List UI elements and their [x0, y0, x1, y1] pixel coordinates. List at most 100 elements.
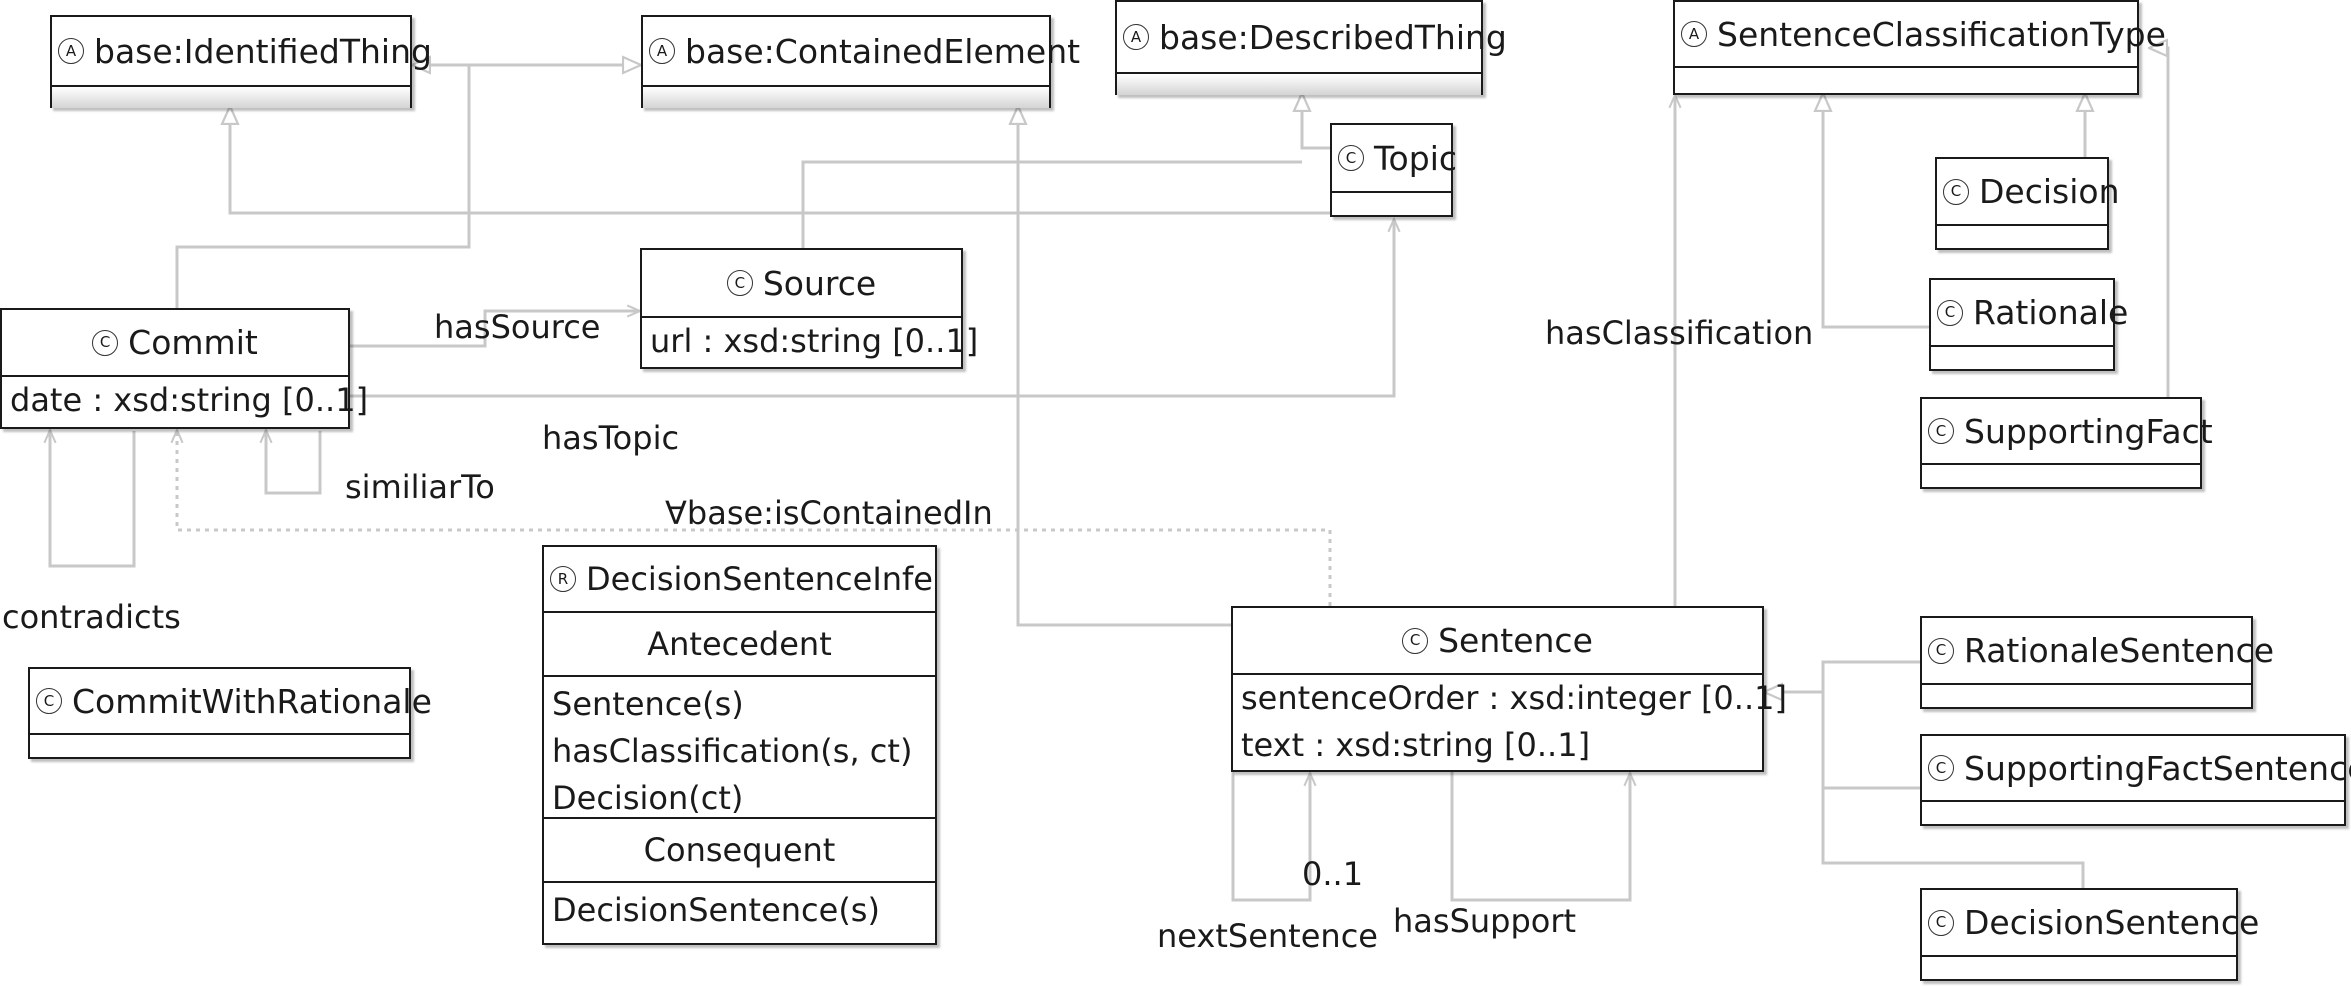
supporting-fact-class[interactable]: C SupportingFact [1920, 397, 2213, 489]
supporting-fact-sct-line [2149, 48, 2170, 397]
class-name: RationaleSentence [1964, 631, 2275, 670]
class-stereotype-icon: C [92, 329, 119, 356]
supporting-fact-sentence-line [1821, 692, 1920, 790]
next-sentence-label: nextSentence [1157, 917, 1378, 955]
topic-class[interactable]: C Topic [1330, 123, 1457, 217]
decision-class[interactable]: C Decision [1935, 157, 2120, 250]
commit-with-rationale-class[interactable]: C CommitWithRationale [28, 667, 432, 759]
class-name: base:IdentifiedThing [94, 31, 432, 71]
rationale-sentence-class[interactable]: C RationaleSentence [1920, 616, 2274, 709]
class-stereotype-icon: C [1928, 418, 1954, 444]
topic-described-line [1302, 93, 1330, 150]
next-sentence-multiplicity-label: 0..1 [1302, 855, 1364, 893]
has-support-line [1450, 772, 1630, 902]
class-name: Sentence [1438, 621, 1593, 660]
abstract-stereotype-icon: A [649, 38, 675, 64]
attribute-sentence-order: sentenceOrder : xsd:integer [0..1] [1241, 679, 1787, 717]
abstract-stereotype-icon: A [58, 38, 84, 64]
sentence-class[interactable]: C Sentence sentenceOrder : xsd:integer [0… [1231, 606, 1787, 772]
sentence-classification-type-class[interactable]: A SentenceClassificationType [1673, 0, 2166, 95]
class-attributes [52, 85, 410, 108]
rule-stereotype-icon: R [550, 566, 576, 592]
antecedent-line: Sentence(s) [552, 685, 744, 723]
attribute-text: text : xsd:string [0..1] [1241, 726, 1591, 764]
class-stereotype-icon: C [36, 688, 62, 714]
class-attributes [1117, 72, 1481, 95]
class-attributes [643, 85, 1049, 108]
class-name: Rationale [1973, 293, 2129, 332]
class-stereotype-icon: C [1402, 627, 1429, 654]
source-class[interactable]: C Source url : xsd:string [0..1] [640, 248, 979, 369]
class-name: base:DescribedThing [1159, 17, 1507, 57]
is-contained-in-label: ∀base:isContainedIn [665, 494, 993, 532]
class-name: SupportingFact [1964, 411, 2213, 451]
has-support-label: hasSupport [1393, 902, 1577, 940]
rationale-sct-line [1823, 93, 1929, 329]
antecedent-title: Antecedent [544, 611, 935, 675]
contradicts-line [50, 430, 136, 568]
class-name: SupportingFactSentence [1964, 748, 2351, 788]
class-name: Decision [1979, 172, 2120, 211]
commit-class[interactable]: C Commit date : xsd:string [0..1] [0, 308, 369, 429]
contradicts-label: contradicts [2, 598, 181, 636]
class-attributes: url : xsd:string [0..1] [642, 316, 979, 369]
class-name: Topic [1374, 138, 1457, 178]
consequent-title: Consequent [544, 817, 935, 881]
abstract-stereotype-icon: A [1681, 21, 1707, 47]
has-classification-label: hasClassification [1545, 314, 1814, 352]
sentence-contained-line [1018, 106, 1233, 627]
consequent-line: DecisionSentence(s) [552, 891, 880, 929]
antecedent-line: hasClassification(s, ct) [552, 732, 913, 770]
class-attributes [1922, 463, 2200, 489]
similiar-to-line [266, 430, 322, 495]
class-name: base:ContainedElement [685, 31, 1081, 71]
consequent-body: DecisionSentence(s) [544, 881, 935, 934]
class-stereotype-icon: C [1943, 178, 1969, 205]
class-name: DecisionSentence [1964, 903, 2260, 942]
antecedent-line: Decision(ct) [552, 779, 744, 817]
has-source-line [350, 311, 640, 348]
source-described-line [801, 160, 1302, 248]
antecedent-body: Sentence(s) hasClassification(s, ct) Dec… [544, 675, 935, 817]
rule-name: DecisionSentenceInfer [586, 560, 937, 598]
decision-sentence-class[interactable]: C DecisionSentence [1920, 888, 2259, 981]
class-attributes [1922, 800, 2344, 826]
attribute-url: url : xsd:string [0..1] [650, 322, 979, 360]
rationale-class[interactable]: C Rationale [1929, 278, 2128, 371]
class-attributes [30, 733, 409, 759]
has-topic-label: hasTopic [542, 419, 680, 457]
class-name: SentenceClassificationType [1717, 14, 2166, 54]
class-attributes [1937, 224, 2107, 250]
decision-sentence-line [1821, 692, 2085, 888]
supporting-fact-sentence-class[interactable]: C SupportingFactSentence [1920, 734, 2351, 826]
class-name: Source [762, 263, 877, 303]
class-attributes [1332, 191, 1451, 217]
class-attributes [1675, 66, 2137, 95]
class-attributes: sentenceOrder : xsd:integer [0..1] text … [1233, 673, 1787, 772]
has-source-label: hasSource [434, 308, 601, 346]
class-attributes [1922, 955, 2236, 981]
class-stereotype-icon: C [1928, 637, 1954, 664]
class-stereotype-icon: C [1928, 755, 1954, 781]
class-stereotype-icon: C [1928, 909, 1954, 936]
abstract-stereotype-icon: A [1123, 24, 1149, 50]
class-name: Commit [128, 323, 258, 362]
class-name: CommitWithRationale [72, 681, 432, 721]
class-attributes [1922, 683, 2251, 709]
commit-generalization-line [175, 65, 471, 308]
class-attributes [1931, 345, 2113, 371]
class-stereotype-icon: C [1937, 299, 1963, 326]
class-attributes: date : xsd:string [0..1] [2, 375, 369, 429]
next-sentence-line [1231, 772, 1310, 902]
class-stereotype-icon: C [1338, 145, 1364, 171]
rationale-sentence-line [1764, 660, 1920, 692]
similiar-to-label: similiarTo [345, 468, 495, 506]
class-stereotype-icon: C [726, 270, 753, 296]
decision-sentence-infer-rule[interactable]: R DecisionSentenceInfer Antecedent Senten… [542, 545, 937, 945]
attribute-date: date : xsd:string [0..1] [10, 381, 369, 419]
